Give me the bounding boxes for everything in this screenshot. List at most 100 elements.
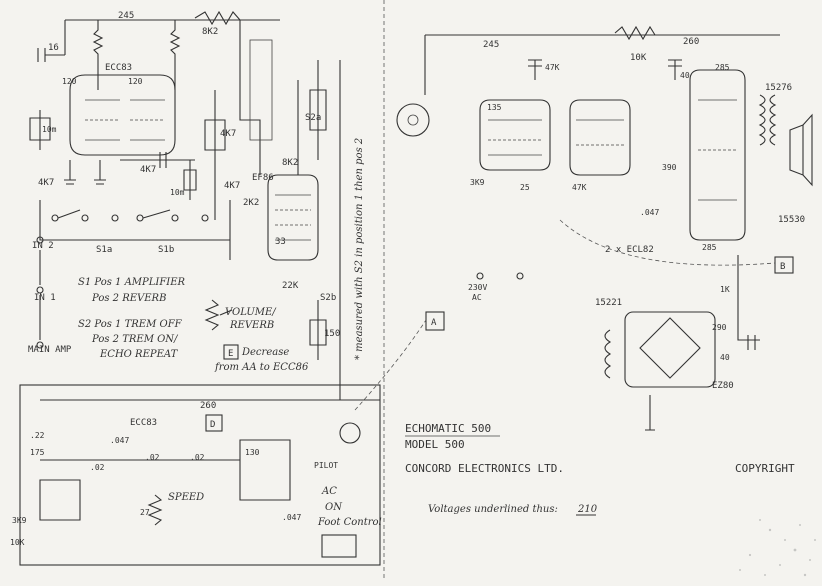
note-s1-pos1: S1 Pos 1 AMPLIFIER <box>78 277 186 288</box>
label-15276: 15276 <box>765 83 792 93</box>
title-line-3: CONCORD ELECTRONICS LTD. <box>405 462 564 475</box>
ecl82-valve-2 <box>569 99 631 176</box>
value-047-b: .047 <box>282 513 301 522</box>
resistor-10m-left <box>29 110 51 150</box>
note-s2-pos2: Pos 2 TREM ON/ <box>91 334 179 345</box>
mains-terminal-2 <box>516 272 524 280</box>
value-40-psu: 40 <box>720 353 730 362</box>
label-foot-control: Foot Control <box>317 517 382 528</box>
ef86-valve <box>267 174 319 261</box>
ground-2 <box>94 160 106 185</box>
value-47k-top: 47K <box>545 63 560 72</box>
label-in1: IN 1 <box>34 293 56 303</box>
value-260-bottom: 260 <box>200 401 216 411</box>
title-line-2: MODEL 500 <box>405 438 465 451</box>
value-120-b: 120 <box>128 77 143 86</box>
oscillator-board-outline <box>19 384 381 566</box>
bridge-rectifier <box>639 317 701 379</box>
value-047-a: .047 <box>110 436 129 445</box>
value-40-top: 40 <box>680 71 690 80</box>
value-10k-bottom: 10K <box>10 538 25 547</box>
e-note-1: Decrease <box>241 347 289 358</box>
label-on: ON <box>325 502 343 513</box>
resistor-10m-mid <box>183 160 197 200</box>
point-e-box <box>223 344 239 360</box>
value-285-bottom: 285 <box>702 243 717 252</box>
output-transformer-secondary <box>769 94 777 146</box>
value-ac: AC <box>472 293 482 302</box>
value-285-top: 285 <box>715 63 730 72</box>
value-8k2-top: 8K2 <box>202 27 218 37</box>
value-175: 175 <box>30 448 45 457</box>
value-150: 150 <box>324 329 340 339</box>
plate-resistor-1 <box>92 20 104 90</box>
valve-base-socket <box>396 103 430 137</box>
input-jack-2 <box>36 236 44 244</box>
value-1k: 1K <box>720 285 730 294</box>
dashed-link-b <box>559 219 776 266</box>
output-transformer-primary <box>758 94 766 146</box>
point-d-box <box>205 414 223 432</box>
value-120-a: 120 <box>62 77 77 86</box>
label-s2a: S2a <box>305 113 321 123</box>
label-s1a: S1a <box>96 245 112 255</box>
resistor-8k2 <box>194 10 241 26</box>
copyright-label: COPYRIGHT <box>735 462 795 475</box>
psu-ground <box>645 395 655 431</box>
value-4k7-a: 4K7 <box>38 178 54 188</box>
label-reverb: REVERB <box>229 320 274 331</box>
cap-40-top <box>668 59 682 80</box>
ecl82-valve-1 <box>479 99 551 171</box>
switch-s1b <box>136 209 209 222</box>
speed-pot <box>147 494 163 526</box>
value-4k7-b: 4K7 <box>140 165 156 175</box>
ef86-screen-resistor <box>309 60 327 160</box>
ecl82-output-valve <box>689 69 746 241</box>
label-volume: VOLUME/ <box>225 307 277 318</box>
label-s2b: S2b <box>320 293 336 303</box>
coupling-cap-1 <box>120 152 195 168</box>
value-4k7-d: 4K7 <box>224 181 240 191</box>
volume-reverb-pot <box>204 299 220 331</box>
ecc83-bottom-label: ECC83 <box>130 418 157 428</box>
title-line-1: ECHOMATIC 500 <box>405 422 491 435</box>
reverb-unit-block <box>249 39 273 141</box>
ground-1 <box>64 160 76 185</box>
point-a-box <box>425 311 445 331</box>
switch-s1a <box>51 209 119 222</box>
value-02-b: .02 <box>145 453 160 462</box>
value-230v: 230V <box>468 283 487 292</box>
vertical-note: * measured with S2 in position 1 then po… <box>354 138 365 360</box>
mains-primary-winding <box>604 329 612 379</box>
label-15221: 15221 <box>595 298 622 308</box>
value-245-left: 245 <box>118 11 134 21</box>
resistor-10k-top <box>614 25 656 41</box>
value-27: 27 <box>140 508 150 517</box>
resistor-150 <box>309 300 327 360</box>
osc-valve-shape <box>39 439 291 521</box>
ht-rail-left <box>64 19 280 55</box>
input-jack-1 <box>36 286 44 294</box>
value-8k2-ef86: 8K2 <box>282 158 298 168</box>
note-s2-pos1: S2 Pos 1 TREM OFF <box>78 319 183 330</box>
label-main-amp: MAIN AMP <box>28 345 72 355</box>
label-in2: IN 2 <box>32 241 54 251</box>
voltage-note: Voltages underlined thus: <box>428 504 558 515</box>
ecc83-top-label: ECC83 <box>105 63 132 73</box>
main-amp-jack <box>36 341 44 349</box>
point-d-label: D <box>210 420 215 430</box>
note-s1-pos2: Pos 2 REVERB <box>91 293 166 304</box>
label-pilot: PILOT <box>314 461 338 470</box>
psu-smoothing <box>737 255 760 350</box>
note-s2-pos2b: ECHO REPEAT <box>99 349 179 360</box>
value-22: .22 <box>30 431 45 440</box>
value-135: 135 <box>487 103 502 112</box>
dashed-link-a <box>354 319 427 411</box>
value-02-c: .02 <box>190 453 205 462</box>
value-47k-mid: 47K <box>572 183 587 192</box>
foot-control-socket <box>321 534 357 558</box>
value-260-top: 260 <box>683 37 699 47</box>
ez80-label: EZ80 <box>712 381 734 391</box>
label-s1b: S1b <box>158 245 174 255</box>
value-4k7-c: 4K7 <box>220 129 236 139</box>
